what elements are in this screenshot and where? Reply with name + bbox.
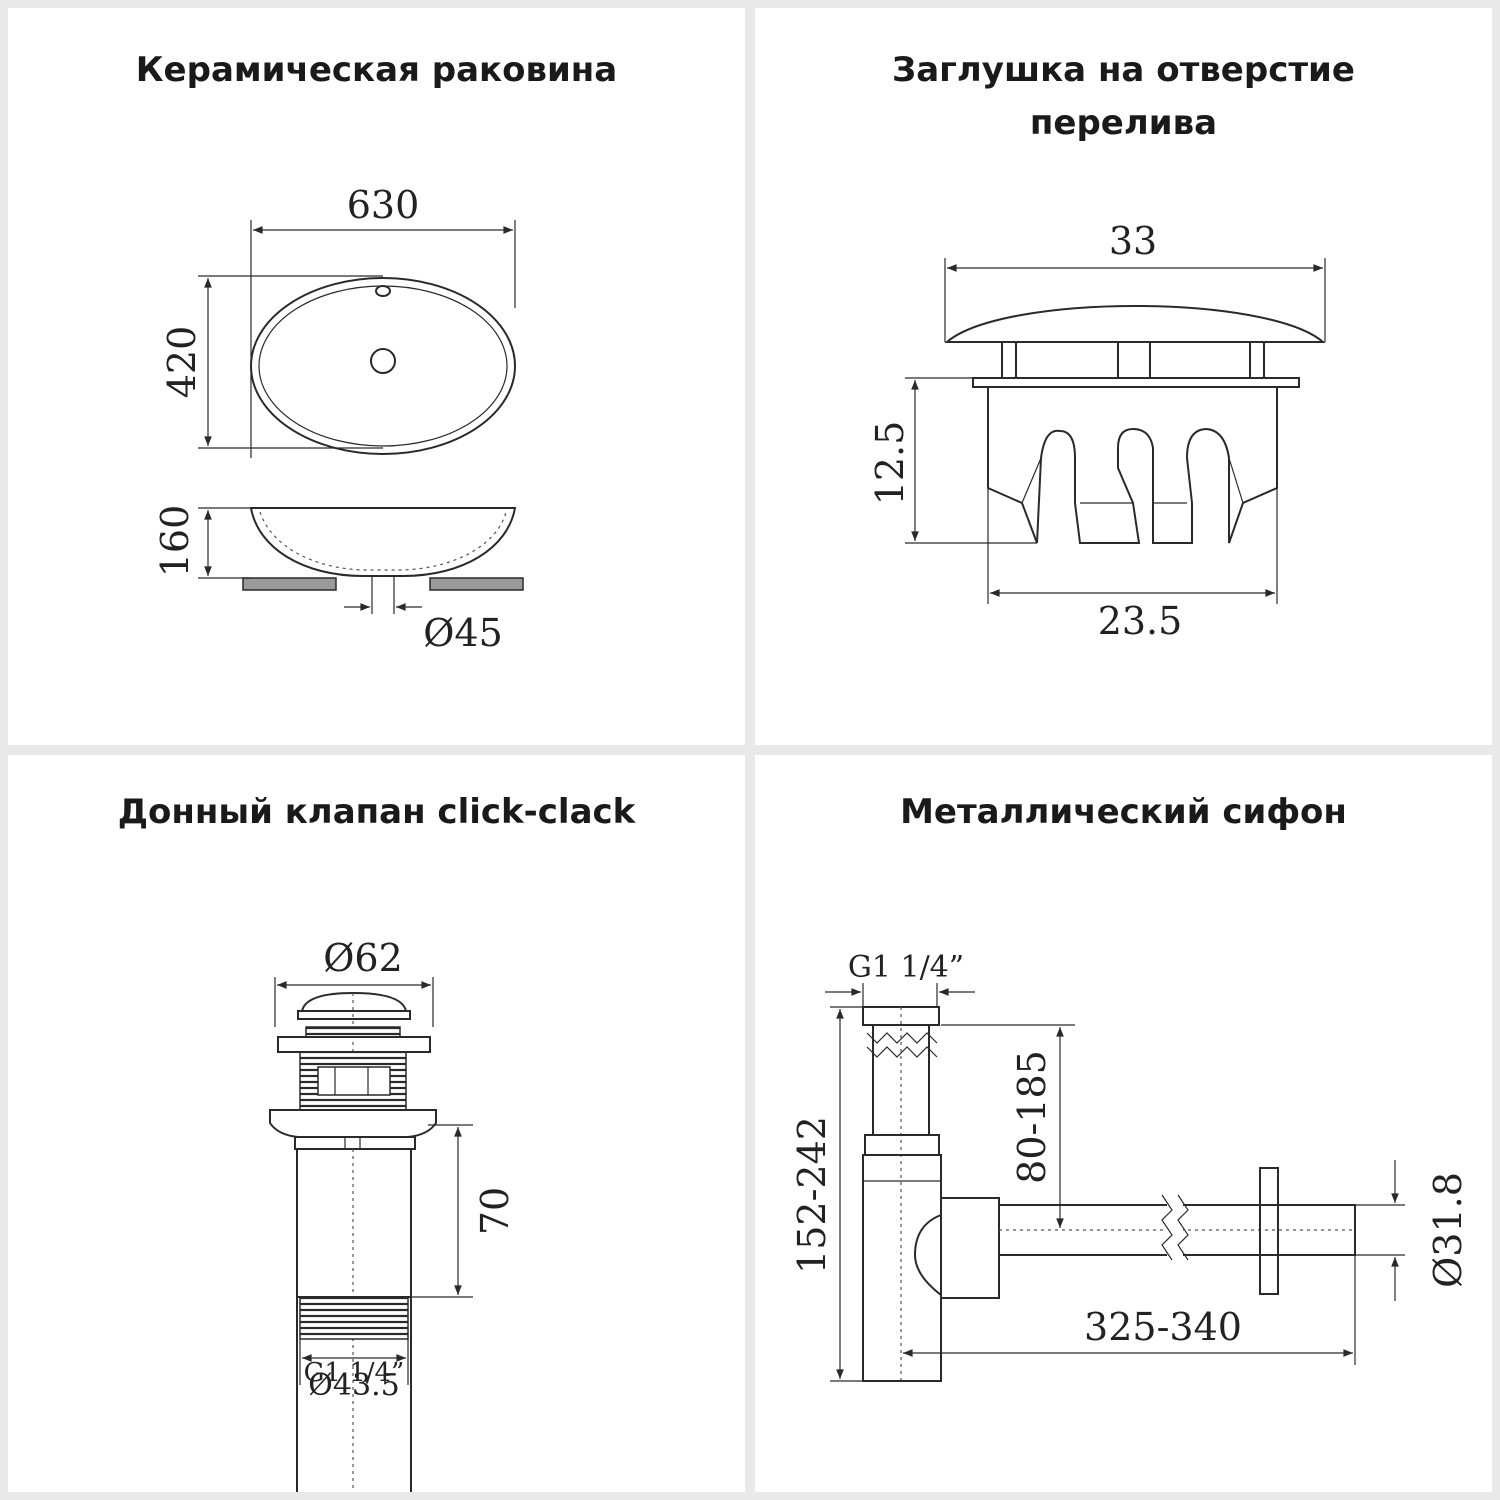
drain-valve-drawing: Ø62 xyxy=(269,936,437,1492)
dimension-body-label: Ø43.5 xyxy=(308,1368,399,1403)
panel-title-line2: перелива xyxy=(1029,103,1218,143)
dimension-length-label: 70 xyxy=(473,1187,517,1235)
panel-title: Керамическая раковина xyxy=(135,50,618,90)
dimension-height xyxy=(905,377,1037,544)
siphon-drawing: G1 1/4” xyxy=(790,950,1470,1385)
dimension-upper-label: 80-185 xyxy=(1010,1050,1054,1184)
overflow-cap-drawing: 33 12.5 23.5 xyxy=(868,219,1326,643)
dimension-thread xyxy=(299,1339,409,1385)
dimension-height-label: 160 xyxy=(153,505,197,578)
dimension-depth xyxy=(198,275,383,449)
dimension-outlet xyxy=(903,1255,1356,1365)
panel-title: Металлический сифон xyxy=(900,792,1347,832)
dimension-cap xyxy=(274,977,434,1027)
panel-title-line1: Заглушка на отверстие xyxy=(892,50,1355,90)
dimension-outer xyxy=(944,258,1326,342)
dimension-width xyxy=(250,220,516,458)
dimension-outlet-label: 325-340 xyxy=(1084,1305,1242,1349)
cap-body xyxy=(944,304,1326,544)
dimension-depth-label: 420 xyxy=(160,326,204,399)
dimension-thread-label: G1 1/4” xyxy=(304,1358,405,1388)
dimension-thread-label: G1 1/4” xyxy=(848,950,964,985)
dimension-height-label: 12.5 xyxy=(868,421,912,506)
dimension-height xyxy=(198,507,251,579)
dimension-drain-label: Ø45 xyxy=(423,611,503,655)
dimension-inner xyxy=(987,488,1278,604)
panel-metal-siphon: Металлический сифон G1 1/4” xyxy=(755,755,1492,1492)
dimension-cap-label: Ø62 xyxy=(323,936,403,980)
siphon-outlet xyxy=(940,1167,1356,1299)
sink-drawing: 630 420 160 Ø45 xyxy=(153,183,524,655)
panel-overflow-cap: Заглушка на отверстие перелива 33 xyxy=(755,8,1492,745)
sink-top-view xyxy=(250,277,516,455)
dimension-length xyxy=(408,1124,473,1298)
dimension-pipe xyxy=(1355,1160,1405,1301)
panel-drain-valve: Донный клапан click-clack Ø62 xyxy=(8,755,745,1492)
dimension-outer-label: 33 xyxy=(1109,219,1157,263)
dimension-total xyxy=(830,1006,863,1382)
dimension-upper xyxy=(941,1024,1075,1228)
dimension-inner-label: 23.5 xyxy=(1098,599,1183,643)
panel-title: Донный клапан click-clack xyxy=(117,792,636,832)
dimension-pipe-label: Ø31.8 xyxy=(1426,1172,1470,1288)
panel-ceramic-sink: Керамическая раковина 630 420 xyxy=(8,8,745,745)
siphon-body xyxy=(862,1006,942,1385)
drain-valve-lower: 70 G1 1/4” Ø43.5 xyxy=(296,1124,517,1403)
valve-body xyxy=(269,991,437,1492)
dimension-width-label: 630 xyxy=(347,183,420,227)
dimension-total-label: 152-242 xyxy=(790,1116,834,1274)
dimension-thread xyxy=(825,983,975,1007)
sink-side-view xyxy=(242,507,524,614)
